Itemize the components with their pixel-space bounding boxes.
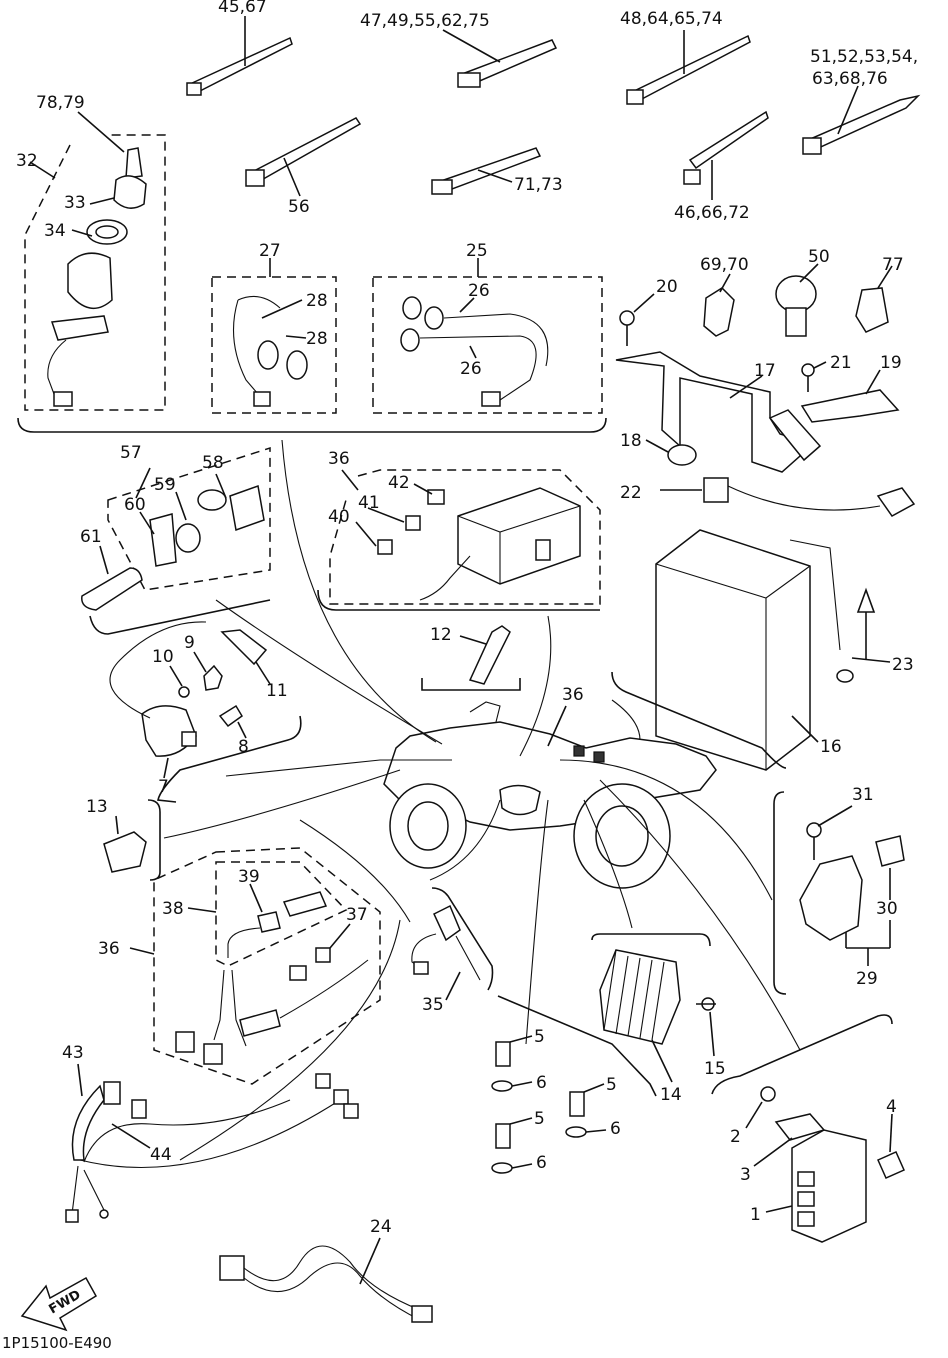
bulb-set-25 bbox=[372, 258, 603, 414]
label-43: 43 bbox=[62, 1043, 84, 1063]
battery bbox=[611, 477, 916, 771]
cable-tie-48-74 bbox=[626, 30, 751, 105]
label-47-75: 47,49,55,62,75 bbox=[360, 11, 490, 31]
label-6c: 6 bbox=[536, 1153, 547, 1173]
wire-harness-43-44 bbox=[65, 919, 401, 1223]
label-78-79: 78,79 bbox=[36, 93, 85, 113]
label-51-54: 51,52,53,54, bbox=[810, 47, 918, 67]
atv-vehicle bbox=[163, 439, 717, 889]
callout-labels: 45,67 47,49,55,62,75 48,64,65,74 51,52,5… bbox=[16, 0, 918, 1237]
label-37: 37 bbox=[346, 905, 368, 925]
battery-bracket-assembly bbox=[615, 263, 900, 473]
label-56: 56 bbox=[288, 197, 310, 217]
label-40: 40 bbox=[328, 507, 350, 527]
label-71-73: 71,73 bbox=[514, 175, 563, 195]
label-28b: 28 bbox=[306, 329, 328, 349]
label-9: 9 bbox=[184, 633, 195, 653]
label-10: 10 bbox=[152, 647, 174, 667]
label-61: 61 bbox=[80, 527, 102, 547]
label-30: 30 bbox=[876, 899, 898, 919]
accessory-socket-group bbox=[81, 446, 271, 635]
label-45-67: 45,67 bbox=[218, 0, 267, 17]
label-28a: 28 bbox=[306, 291, 328, 311]
label-3: 3 bbox=[740, 1165, 751, 1185]
starter-relay-group bbox=[559, 759, 905, 995]
label-34: 34 bbox=[44, 221, 66, 241]
label-2: 2 bbox=[730, 1127, 741, 1147]
label-36c: 36 bbox=[98, 939, 120, 959]
label-25: 25 bbox=[466, 241, 488, 261]
label-41: 41 bbox=[358, 493, 380, 513]
label-36a: 36 bbox=[328, 449, 350, 469]
label-59: 59 bbox=[154, 475, 176, 495]
fuse-box-group bbox=[317, 469, 601, 611]
label-20: 20 bbox=[656, 277, 678, 297]
label-19: 19 bbox=[880, 353, 902, 373]
label-29: 29 bbox=[856, 969, 878, 989]
cable-tie-51-76 bbox=[802, 85, 921, 155]
label-13: 13 bbox=[86, 797, 108, 817]
label-8: 8 bbox=[238, 737, 249, 757]
label-26a: 26 bbox=[468, 281, 490, 301]
label-42: 42 bbox=[388, 473, 410, 493]
label-36b: 36 bbox=[562, 685, 584, 705]
main-switch-assembly bbox=[24, 111, 166, 411]
cdi-unit-group bbox=[599, 779, 905, 1243]
label-6a: 6 bbox=[536, 1073, 547, 1093]
label-18: 18 bbox=[620, 431, 642, 451]
label-12: 12 bbox=[430, 625, 452, 645]
wire-harness-group-38 bbox=[129, 819, 411, 1085]
bulb-set-27 bbox=[211, 258, 337, 414]
rectifier-regulator bbox=[497, 799, 716, 1097]
label-44: 44 bbox=[150, 1145, 172, 1165]
cable-tie-46-72 bbox=[683, 110, 769, 200]
label-21: 21 bbox=[830, 353, 852, 373]
label-11: 11 bbox=[266, 681, 288, 701]
label-16: 16 bbox=[820, 737, 842, 757]
switch-13 bbox=[103, 799, 161, 881]
label-48-74: 48,64,65,74 bbox=[620, 9, 723, 29]
sensor-35 bbox=[411, 799, 501, 1001]
label-23: 23 bbox=[892, 655, 914, 675]
label-35: 35 bbox=[422, 995, 444, 1015]
cable-tie-56 bbox=[245, 117, 362, 197]
label-39: 39 bbox=[238, 867, 260, 887]
label-15: 15 bbox=[704, 1059, 726, 1079]
cable-tie-71-73 bbox=[431, 147, 542, 195]
diagram-code: 1P15100-E490 bbox=[2, 1334, 112, 1352]
label-4: 4 bbox=[886, 1097, 897, 1117]
wire-harness-24 bbox=[219, 1237, 433, 1323]
label-32: 32 bbox=[16, 151, 38, 171]
label-5b: 5 bbox=[606, 1075, 617, 1095]
cable-tie-47-75 bbox=[442, 29, 558, 88]
label-14: 14 bbox=[660, 1085, 682, 1105]
label-5a: 5 bbox=[534, 1027, 545, 1047]
label-38: 38 bbox=[162, 899, 184, 919]
label-7: 7 bbox=[158, 777, 169, 797]
label-46-72: 46,66,72 bbox=[674, 203, 750, 223]
label-5c: 5 bbox=[534, 1109, 545, 1129]
cable-tie-45-67 bbox=[186, 16, 293, 96]
label-27: 27 bbox=[259, 241, 281, 261]
label-24: 24 bbox=[370, 1217, 392, 1237]
label-57: 57 bbox=[120, 443, 142, 463]
label-6b: 6 bbox=[610, 1119, 621, 1139]
spark-plug bbox=[421, 625, 521, 691]
label-1: 1 bbox=[750, 1205, 761, 1225]
label-50: 50 bbox=[808, 247, 830, 267]
label-31: 31 bbox=[852, 785, 874, 805]
label-69-70: 69,70 bbox=[700, 255, 749, 275]
fwd-arrow-icon bbox=[20, 1276, 98, 1332]
label-60: 60 bbox=[124, 495, 146, 515]
label-77: 77 bbox=[882, 255, 904, 275]
label-63-76: 63,68,76 bbox=[812, 69, 888, 89]
label-22: 22 bbox=[620, 483, 642, 503]
bolts-and-washers bbox=[491, 799, 607, 1174]
label-58: 58 bbox=[202, 453, 224, 473]
ignition-coil-group bbox=[109, 621, 302, 803]
label-26b: 26 bbox=[460, 359, 482, 379]
label-17: 17 bbox=[754, 361, 776, 381]
label-33: 33 bbox=[64, 193, 86, 213]
